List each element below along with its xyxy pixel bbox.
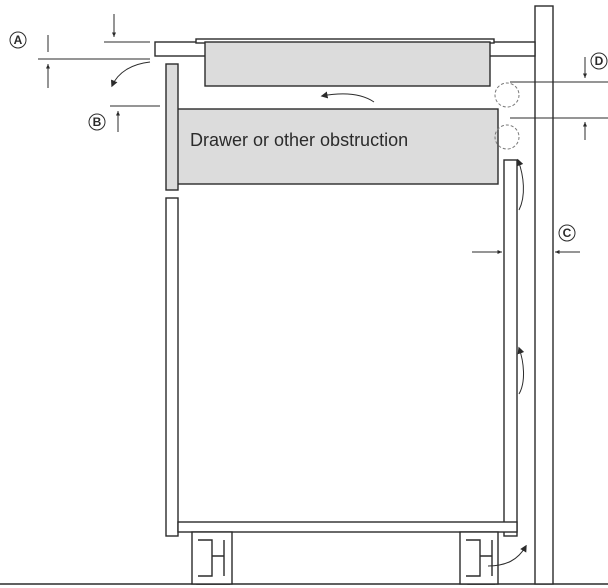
airflow-arrow-middle bbox=[517, 346, 525, 395]
drawer-front bbox=[165, 63, 179, 191]
marker-a-label: A bbox=[14, 33, 23, 47]
obstruction-label: Drawer or other obstruction bbox=[190, 130, 408, 150]
airflow-arrow-drawer bbox=[320, 91, 375, 103]
cabinet-back-panel bbox=[503, 159, 518, 537]
gap-circle-upper bbox=[494, 82, 520, 108]
airflow-arrow-lower bbox=[487, 544, 527, 567]
drawer-obstruction bbox=[175, 108, 499, 185]
airflow-arrow-upper bbox=[516, 158, 524, 211]
gap-circle-lower bbox=[494, 124, 520, 150]
marker-b-label: B bbox=[93, 115, 102, 129]
cabinet-base bbox=[177, 521, 518, 533]
airflow-arrow-hob bbox=[110, 61, 151, 88]
hob-body bbox=[204, 41, 491, 87]
marker-c: C bbox=[558, 224, 576, 242]
marker-d: D bbox=[590, 52, 608, 70]
leg-right-profile bbox=[466, 539, 493, 577]
wall-panel bbox=[534, 5, 554, 585]
marker-b: B bbox=[88, 113, 106, 131]
marker-c-label: C bbox=[563, 226, 572, 240]
leg-left-profile bbox=[198, 539, 225, 577]
marker-d-label: D bbox=[595, 54, 604, 68]
marker-a: A bbox=[9, 31, 27, 49]
cabinet-door bbox=[165, 197, 179, 537]
